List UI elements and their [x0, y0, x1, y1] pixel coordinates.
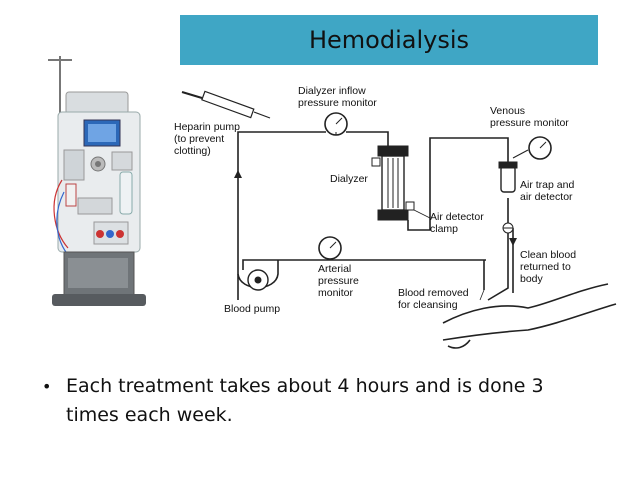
- bullet-item: • Each treatment takes about 4 hours and…: [42, 372, 602, 430]
- arterial-pressure-gauge: [319, 237, 341, 259]
- dialyzer-inflow-gauge: [325, 113, 347, 135]
- inflow-line: [346, 132, 388, 146]
- label-blood-removed: Blood removed for cleansing: [398, 287, 472, 311]
- label-dialyzer: Dialyzer: [330, 173, 368, 185]
- venous-to-body-line: [488, 198, 508, 300]
- label-blood-pump: Blood pump: [224, 303, 280, 315]
- bullet-dot-icon: •: [42, 372, 66, 401]
- label-air-detector-clamp: Air detector clamp: [430, 211, 487, 235]
- dialyzer-unit: [372, 146, 414, 220]
- air-detector-clamp: [503, 223, 513, 233]
- dialysis-machine-image: [38, 52, 156, 310]
- label-dialyzer-inflow: Dialyzer inflow pressure monitor: [298, 85, 377, 109]
- label-arterial-monitor: Arterial pressure monitor: [318, 263, 362, 299]
- label-heparin-pump: Heparin pump (to prevent clotting): [174, 121, 243, 157]
- hemodialysis-circuit-diagram: Heparin pump (to prevent clotting) Dialy…: [168, 78, 623, 353]
- title-banner: Hemodialysis: [180, 15, 598, 65]
- blood-pump-roller: [248, 270, 268, 290]
- air-trap: [499, 162, 517, 192]
- bullet-text: Each treatment takes about 4 hours and i…: [66, 372, 602, 430]
- label-venous-monitor: Venous pressure monitor: [490, 105, 569, 129]
- heparin-syringe: [182, 91, 270, 118]
- slide-title: Hemodialysis: [309, 26, 469, 54]
- flow-arrows: [234, 170, 517, 246]
- arterial-return-line: [243, 260, 486, 270]
- label-air-trap: Air trap and air detector: [520, 179, 577, 203]
- venous-pressure-gauge: [513, 137, 551, 159]
- label-clean-blood: Clean blood returned to body: [520, 249, 579, 285]
